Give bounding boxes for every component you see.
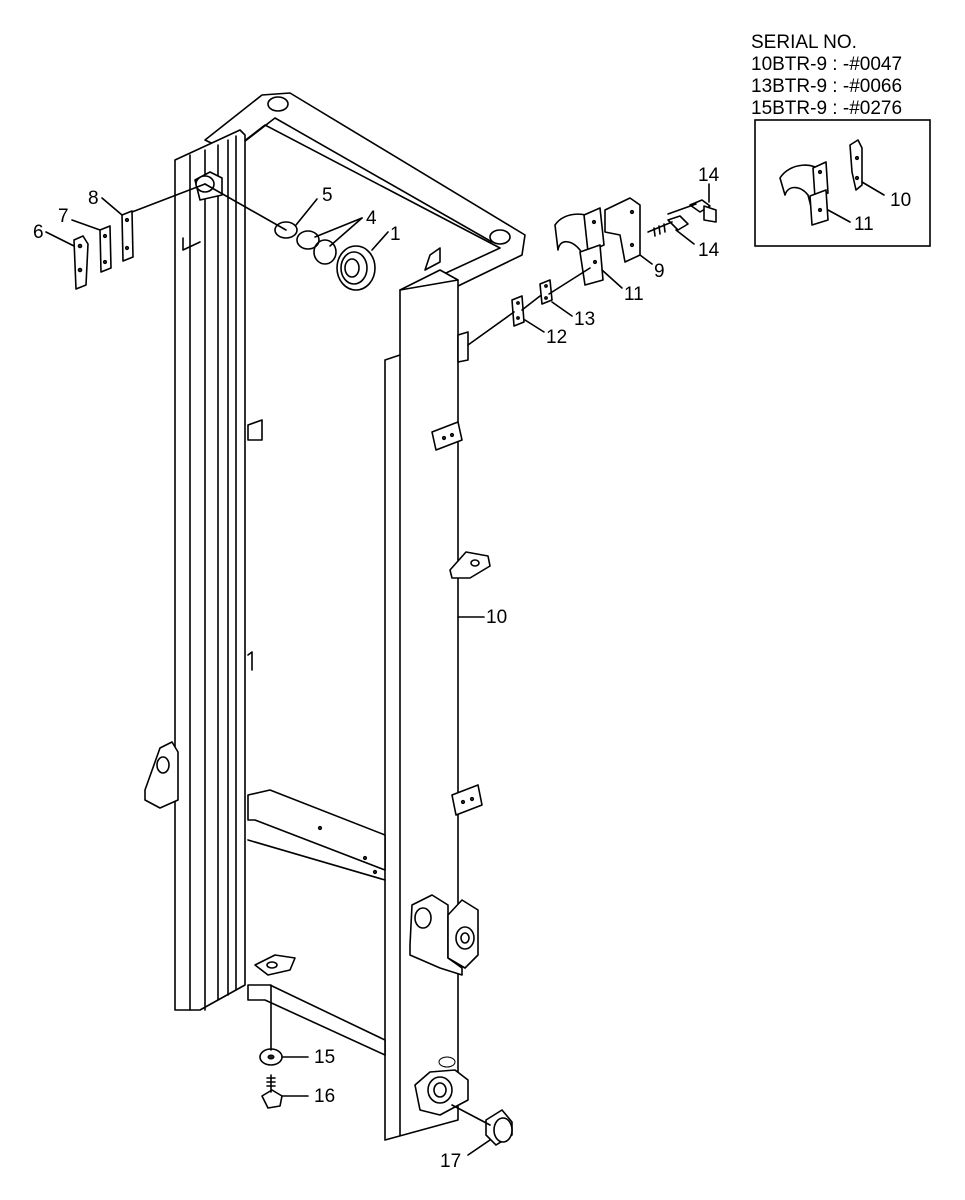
inset-bracket-10 [849, 139, 863, 191]
callout-label: 16 [314, 1086, 335, 1107]
bolt-16 [261, 1074, 283, 1109]
clamp-11 [554, 207, 605, 286]
callout-label: 17 [440, 1151, 461, 1172]
callout-label: 12 [546, 327, 567, 348]
callout-label: 9 [654, 261, 665, 282]
bolt-14-upper [667, 199, 717, 223]
callout-label: 15 [314, 1047, 335, 1068]
plate-13 [539, 279, 553, 305]
callout-labels: 6 7 8 5 4 1 10 12 13 11 9 14 14 15 16 17 [33, 165, 720, 1172]
ring-6 [274, 221, 298, 239]
inset-label-10: 10 [890, 190, 911, 211]
plate-7 [73, 235, 89, 290]
inset-label-11: 11 [854, 214, 874, 235]
leader-lines [45, 183, 710, 1156]
plate-8 [99, 225, 112, 273]
bottom-crossmember [247, 789, 386, 1056]
cap-17 [485, 1109, 513, 1146]
bracket-10 [604, 197, 641, 263]
callout-label: 6 [33, 222, 44, 243]
callout-label: 14 [698, 165, 720, 186]
right-rail [384, 269, 491, 1141]
bearing-4 [336, 245, 376, 291]
top-crossbar [204, 92, 526, 303]
bolt-14-lower [647, 215, 689, 237]
inset-box: 10 11 [754, 119, 931, 247]
callout-label: 7 [58, 206, 69, 227]
callout-label: 10 [486, 607, 507, 628]
plate-9 [121, 210, 134, 262]
serial-line-15btr: 15BTR-9 : -#0276 [751, 98, 903, 119]
left-rail [174, 129, 263, 1011]
shim-5 [296, 230, 337, 265]
left-tilt-bracket [144, 741, 179, 809]
serial-number-block: SERIAL NO. 10BTR-9 : -#0047 13BTR-9 : -#… [751, 32, 902, 120]
serial-line-10btr: 10BTR-9 : -#0047 [751, 54, 903, 75]
right-tilt-bracket [409, 894, 479, 976]
callout-label: 13 [574, 309, 595, 330]
bottom-pivot [414, 1056, 469, 1116]
serial-heading: SERIAL NO. [751, 32, 857, 53]
callout-label: 5 [322, 185, 333, 206]
callout-label: 1 [390, 224, 401, 245]
callout-label: 11 [624, 284, 644, 305]
plate-12 [511, 295, 525, 327]
callout-label: 4 [366, 208, 377, 229]
washer-15 [259, 1048, 283, 1066]
callout-label: 14 [698, 240, 720, 261]
serial-line-13btr: 13BTR-9 : -#0066 [751, 76, 903, 97]
callout-label: 8 [88, 188, 99, 209]
inset-clamp-11 [779, 161, 829, 226]
